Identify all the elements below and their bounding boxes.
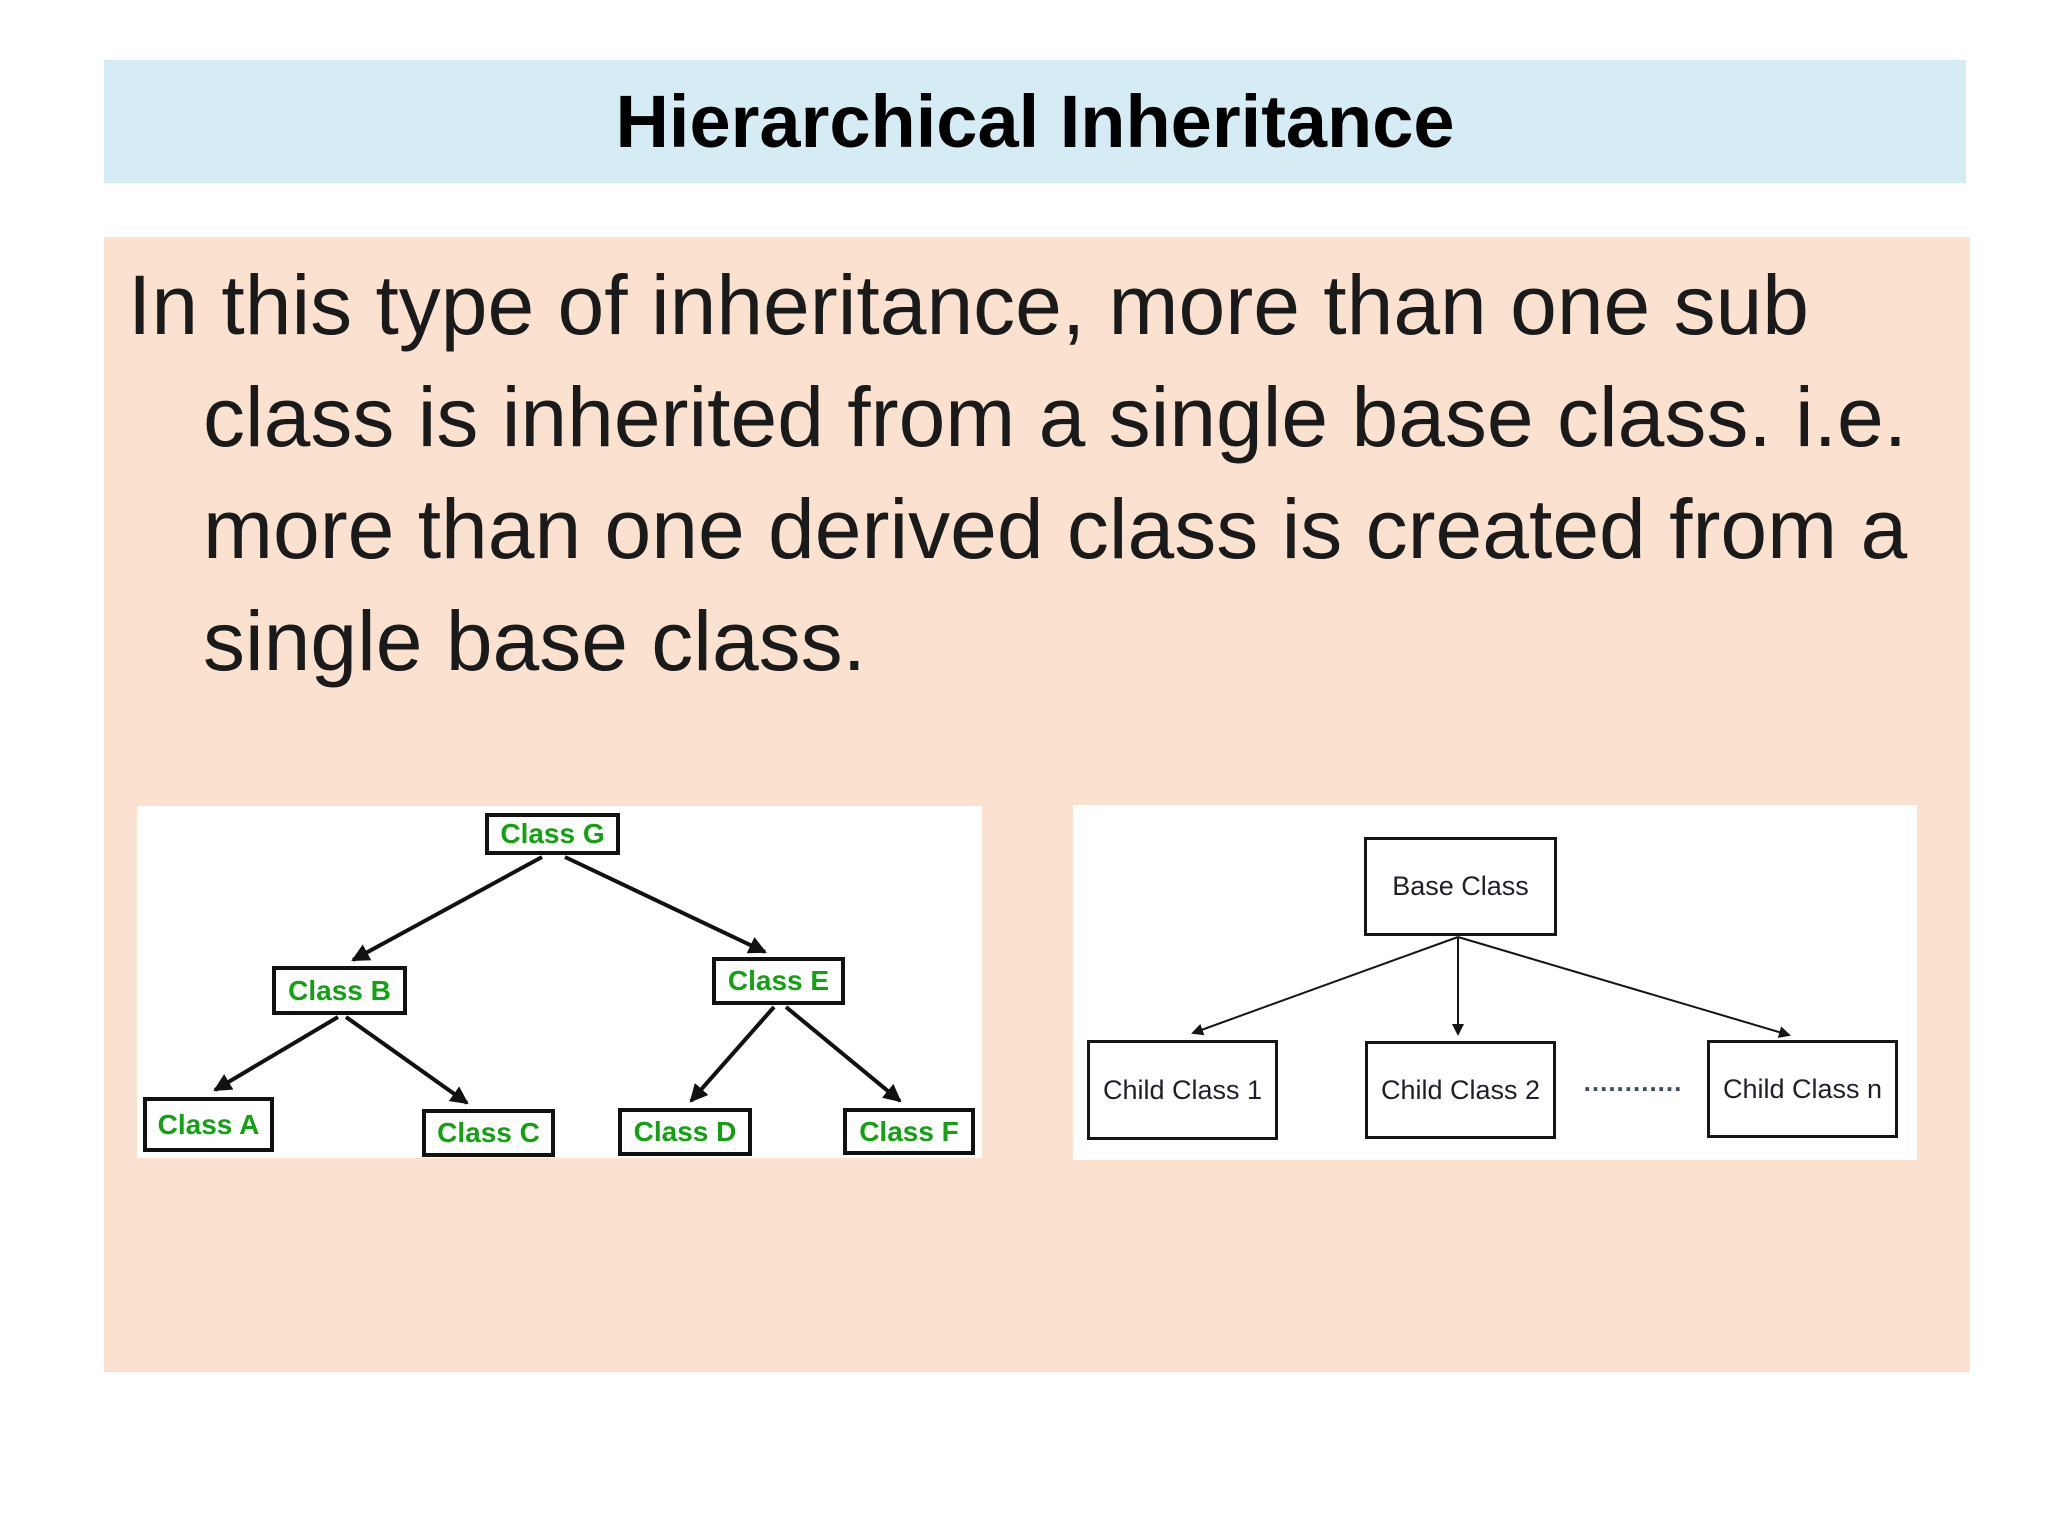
body-line: single base class. xyxy=(203,594,867,688)
node-class-g: Class G xyxy=(485,813,620,855)
left-diagram-arrows xyxy=(213,855,902,1105)
node-child-class-1: Child Class 1 xyxy=(1087,1040,1278,1140)
node-base-class: Base Class xyxy=(1364,837,1557,936)
right-diagram-arrows xyxy=(1191,936,1791,1038)
slide-title-bar: Hierarchical Inheritance xyxy=(104,60,1966,183)
arrow-b-to-a xyxy=(213,1015,340,1092)
arrow-e-to-d xyxy=(689,1005,776,1103)
node-class-a: Class A xyxy=(143,1097,274,1152)
node-class-c: Class C xyxy=(422,1109,555,1157)
body-line: class is inherited from a single base cl… xyxy=(203,370,1908,464)
node-child-class-2: Child Class 2 xyxy=(1365,1041,1556,1139)
arrow-b-to-c xyxy=(344,1015,469,1105)
arrow-e-to-f xyxy=(784,1005,902,1103)
arrow-g-to-e xyxy=(564,855,767,954)
node-class-e: Class E xyxy=(712,957,845,1005)
node-class-d: Class D xyxy=(618,1108,752,1156)
arrow-base-to-child1 xyxy=(1191,936,1459,1036)
body-line: more than one derived class is created f… xyxy=(203,482,1908,576)
arrow-g-to-b xyxy=(351,855,543,962)
node-class-f: Class F xyxy=(843,1108,975,1155)
right-inheritance-diagram: Base Class Child Class 1 Child Class 2 C… xyxy=(1073,805,1917,1160)
body-text: In this type of inheritance, more than o… xyxy=(128,249,1968,697)
ellipsis-dots: ............ xyxy=(1583,1067,1683,1097)
content-panel: In this type of inheritance, more than o… xyxy=(104,237,1970,1372)
left-inheritance-diagram: Class G Class B Class E Class A Class C … xyxy=(137,806,982,1158)
slide-title: Hierarchical Inheritance xyxy=(615,80,1455,163)
arrow-base-to-childn xyxy=(1457,936,1791,1038)
node-child-class-n: Child Class n xyxy=(1707,1040,1898,1138)
body-line: In this type of inheritance, more than o… xyxy=(128,258,1810,352)
node-class-b: Class B xyxy=(272,966,407,1015)
